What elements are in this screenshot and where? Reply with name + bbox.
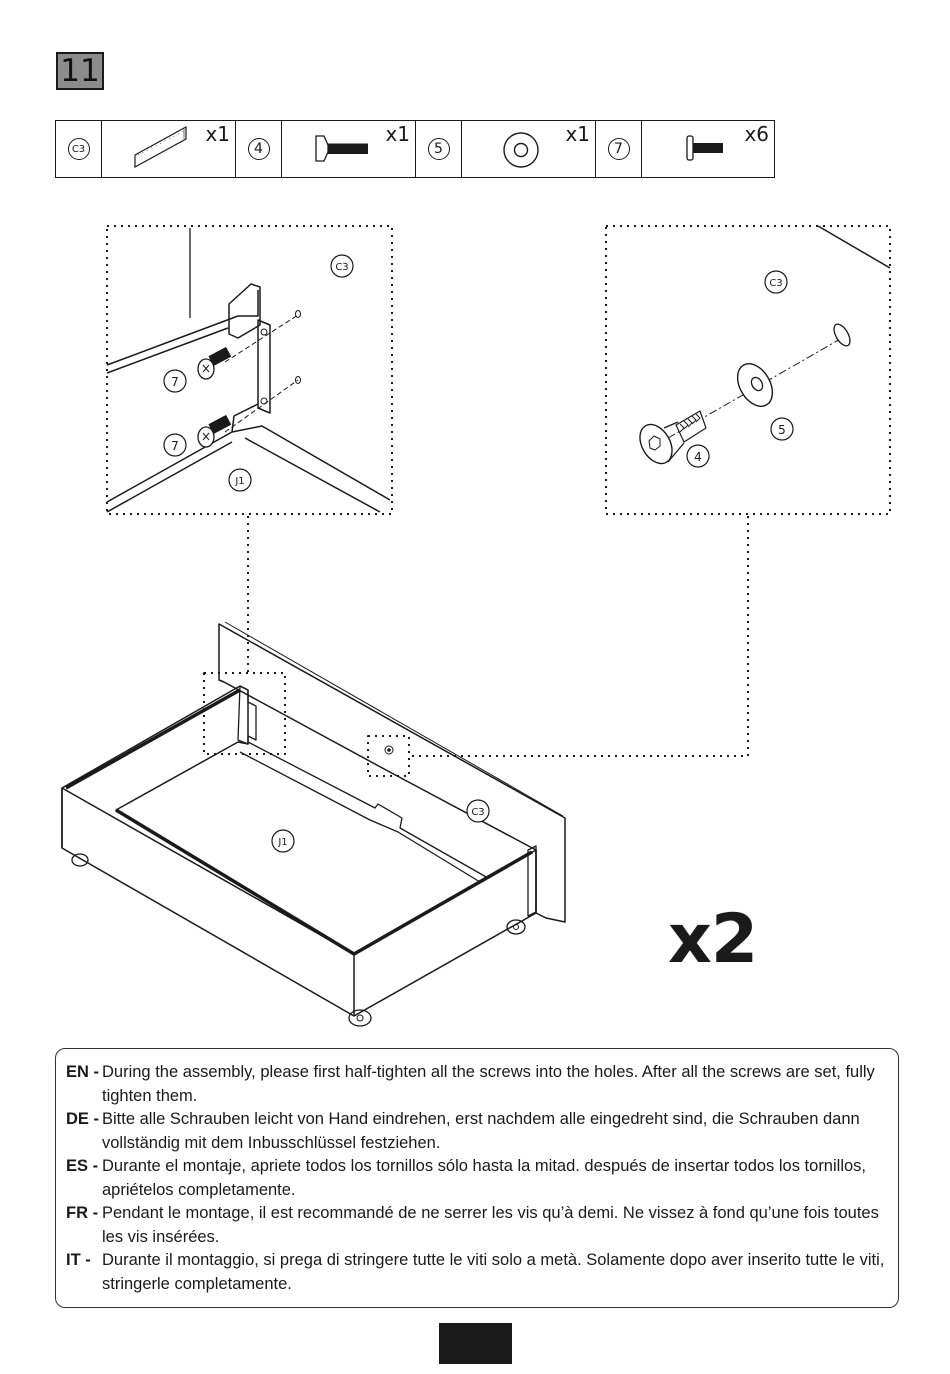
part-cell-panel: x1 — [102, 121, 236, 177]
svg-text:7: 7 — [171, 375, 179, 389]
part-id-cell: 4 — [236, 121, 282, 177]
lang-code: IT - — [66, 1251, 91, 1269]
panel-icon — [134, 125, 187, 169]
instruction-text: Durante il montaggio, si prega di string… — [102, 1251, 885, 1293]
svg-text:J1: J1 — [234, 476, 244, 487]
step-number: 11 — [56, 52, 104, 90]
part-qty: x1 — [385, 122, 410, 146]
label-c3-left: C3 — [330, 254, 354, 278]
part-qty: x1 — [205, 122, 230, 146]
label-4: 4 — [686, 444, 710, 468]
detail-right-box — [605, 225, 891, 515]
label-c3-right: C3 — [764, 270, 788, 294]
lang-code: EN - — [66, 1063, 99, 1081]
caster-front — [348, 1009, 372, 1027]
diagram-labels: C3 7 7 J1 C3 5 4 C3 — [163, 254, 794, 853]
quantity-multiplier: x2 — [668, 900, 758, 979]
svg-text:4: 4 — [694, 450, 702, 464]
page-number-tab — [439, 1323, 512, 1364]
label-c3-main: C3 — [466, 799, 490, 823]
part-id: 4 — [247, 138, 270, 160]
part-id: 7 — [607, 138, 630, 160]
caster-left — [71, 853, 89, 867]
instruction-es: ES - Durante el montaje, apriete todos l… — [66, 1155, 886, 1202]
detail-left-box — [106, 225, 393, 515]
instruction-text: Bitte alle Schrauben leicht von Hand ein… — [102, 1110, 860, 1152]
part-qty: x6 — [744, 122, 769, 146]
bolt-icon — [315, 135, 368, 162]
part-cell-screw: x6 — [642, 121, 774, 177]
svg-text:C3: C3 — [769, 278, 782, 289]
lang-code: ES - — [66, 1157, 99, 1175]
parts-table: C3 x1 4 x1 5 x1 7 x6 — [55, 120, 775, 178]
bolt-4 — [639, 410, 707, 465]
svg-text:5: 5 — [778, 423, 786, 437]
screw-7-bottom — [197, 415, 232, 448]
part-id: 5 — [427, 138, 450, 160]
part-id-cell: C3 — [56, 121, 102, 177]
washer-5 — [736, 363, 774, 407]
drawer-assembly — [61, 621, 566, 1027]
svg-text:C3: C3 — [335, 262, 348, 273]
label-j1-left: J1 — [228, 468, 252, 492]
part-qty: x1 — [565, 122, 590, 146]
instruction-text: During the assembly, please first half-t… — [102, 1063, 875, 1105]
caster-right — [506, 919, 526, 935]
instruction-it: IT - Durante il montaggio, si prega di s… — [66, 1249, 886, 1296]
screw-icon — [686, 135, 723, 161]
instructions-box: EN - During the assembly, please first h… — [55, 1048, 899, 1308]
screw-7-top — [197, 347, 232, 380]
label-5: 5 — [770, 417, 794, 441]
svg-text:J1: J1 — [277, 837, 287, 848]
part-cell-washer: x1 — [462, 121, 596, 177]
instruction-fr: FR - Pendant le montage, il est recomman… — [66, 1202, 886, 1249]
instruction-en: EN - During the assembly, please first h… — [66, 1061, 886, 1108]
assembly-illustration: C3 7 7 J1 C3 5 4 C3 — [61, 225, 891, 1027]
part-id-cell: 7 — [596, 121, 642, 177]
part-id: C3 — [67, 138, 90, 160]
label-7-bottom: 7 — [163, 433, 187, 457]
label-j1-main: J1 — [271, 829, 295, 853]
instruction-de: DE - Bitte alle Schrauben leicht von Han… — [66, 1108, 886, 1155]
instruction-text: Durante el montaje, apriete todos los to… — [102, 1157, 866, 1199]
washer-icon — [503, 132, 539, 168]
part-id-cell: 5 — [416, 121, 462, 177]
instruction-text: Pendant le montage, il est recommandé de… — [102, 1204, 879, 1246]
svg-text:7: 7 — [171, 439, 179, 453]
lang-code: DE - — [66, 1110, 99, 1128]
label-7-top: 7 — [163, 369, 187, 393]
svg-text:C3: C3 — [471, 807, 484, 818]
part-cell-bolt: x1 — [282, 121, 416, 177]
lang-code: FR - — [66, 1204, 99, 1222]
